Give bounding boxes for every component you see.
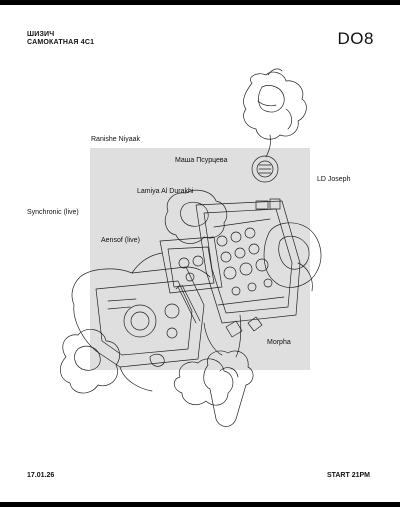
venue-address: САМОКАТНАЯ 4С1: [27, 39, 95, 46]
artist-ranishe-niyaak: Ranishe Niyaak: [91, 136, 141, 143]
event-poster: ШИЗИЧ САМОКАТНАЯ 4С1 DO8: [0, 5, 400, 502]
venue-name: ШИЗИЧ: [27, 31, 55, 38]
artist-lamiya-al-durakhi: Lamiya Al Durakhi: [137, 188, 194, 195]
gray-overlay-square: [90, 148, 310, 370]
artist-aensof-live: Aensof (live): [101, 237, 140, 244]
artist-masha-psurtseva: Маша Псурцева: [175, 157, 228, 164]
start-time: START 21PM: [326, 472, 370, 479]
artist-synchronic-live: Synchronic (live): [27, 209, 79, 216]
event-date: 17.01.26: [27, 472, 55, 479]
equipment-line-art: [60, 68, 322, 427]
artist-ld-joseph: LD Joseph: [317, 176, 351, 183]
edition-label: DO8: [337, 29, 374, 48]
artist-morpha: Morpha: [267, 339, 291, 346]
